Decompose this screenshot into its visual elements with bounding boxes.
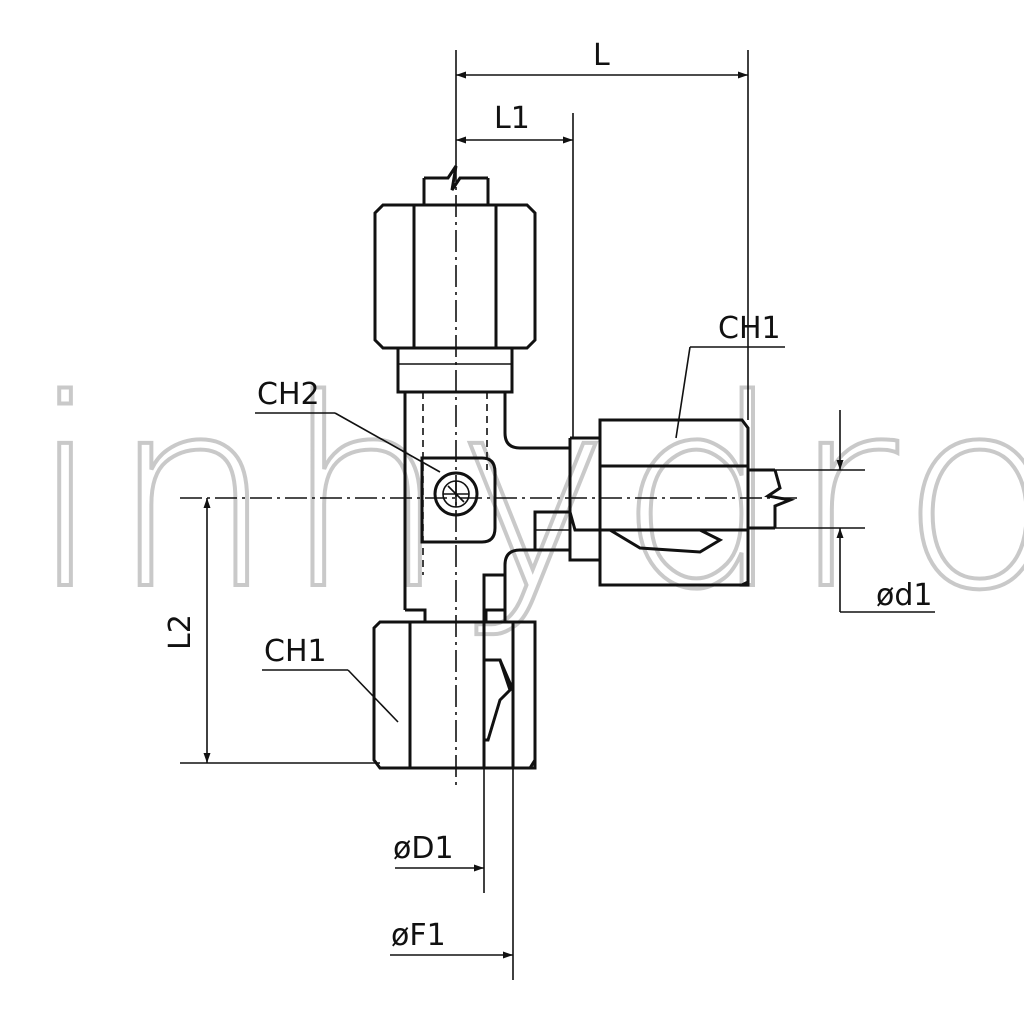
top-pipe <box>422 165 490 205</box>
dimension-F1: øF1 <box>390 768 514 980</box>
dimension-label-D1: øD1 <box>393 831 454 866</box>
dimension-d1: ød1 <box>750 410 935 613</box>
dimension-L2: L2 <box>163 498 380 764</box>
dimension-label-L1: L1 <box>494 101 530 136</box>
watermark-text: inhydro <box>30 345 1024 647</box>
top-nut <box>373 203 537 394</box>
dimension-L1: L1 <box>456 101 574 438</box>
dimension-label-L: L <box>593 38 610 73</box>
dimension-label-d1: ød1 <box>876 578 932 613</box>
label-CH2: CH2 <box>257 377 320 412</box>
dimension-label-L2: L2 <box>163 614 198 650</box>
leader-CH2: CH2 <box>255 377 441 473</box>
label-CH1-left: CH1 <box>264 634 327 669</box>
dimension-label-F1: øF1 <box>391 918 446 953</box>
leader-CH1-right: CH1 <box>675 311 785 439</box>
label-CH1-right: CH1 <box>718 311 781 346</box>
dimension-D1: øD1 <box>393 768 485 893</box>
bottom-nut <box>372 573 537 770</box>
leader-CH1-left: CH1 <box>262 634 399 723</box>
